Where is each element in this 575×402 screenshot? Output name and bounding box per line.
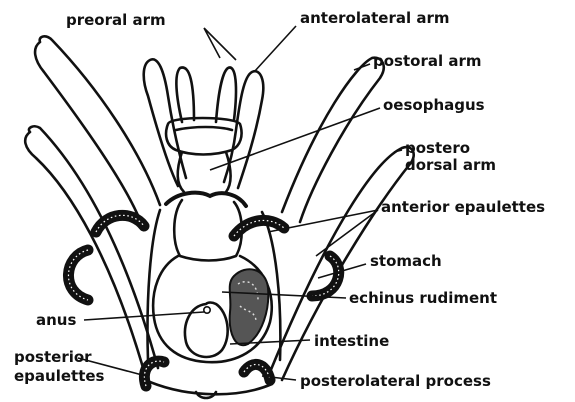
label-echinus-rudiment: echinus rudiment bbox=[349, 289, 497, 307]
label-preoral-arm: preoral arm bbox=[66, 11, 166, 29]
anterior-epaulette-left bbox=[96, 215, 144, 232]
epaulettes bbox=[68, 215, 338, 386]
label-posterior-epaulettes-2: epaulettes bbox=[14, 367, 105, 385]
body-base bbox=[150, 382, 272, 398]
label-anus: anus bbox=[36, 311, 76, 329]
left-postoral-arm bbox=[35, 36, 160, 220]
posterior-epaulette-right bbox=[244, 364, 270, 380]
label-posterior-epaulettes-1: posterior bbox=[14, 348, 92, 366]
oral-lobe-inner bbox=[176, 127, 232, 130]
left-preoral-arm bbox=[176, 67, 194, 122]
label-anterolateral-arm: anterolateral arm bbox=[300, 9, 450, 27]
label-intestine: intestine bbox=[314, 332, 389, 350]
leader-preoral-arm bbox=[204, 28, 236, 60]
lateral-epaulette-left bbox=[68, 250, 88, 300]
label-stomach: stomach bbox=[370, 252, 442, 270]
label-postero-dorsal-arm-2: dorsal arm bbox=[405, 156, 496, 174]
left-anterolateral-arm bbox=[144, 59, 186, 186]
label-oesophagus: oesophagus bbox=[383, 96, 485, 114]
label-postero-dorsal-arm-1: postero bbox=[405, 139, 470, 157]
label-posterolateral-process: posterolateral process bbox=[300, 372, 491, 390]
label-postoral-arm: postoral arm bbox=[373, 52, 481, 70]
echinus-rudiment-shape bbox=[230, 269, 269, 345]
right-postoral-arm bbox=[282, 58, 384, 222]
anus-pore bbox=[204, 307, 210, 313]
leader-anterolateral-arm bbox=[254, 26, 296, 72]
right-preoral-arm bbox=[216, 68, 236, 122]
label-anterior-epaulettes: anterior epaulettes bbox=[381, 198, 545, 216]
leader-postero-dorsal-arm bbox=[394, 150, 402, 152]
